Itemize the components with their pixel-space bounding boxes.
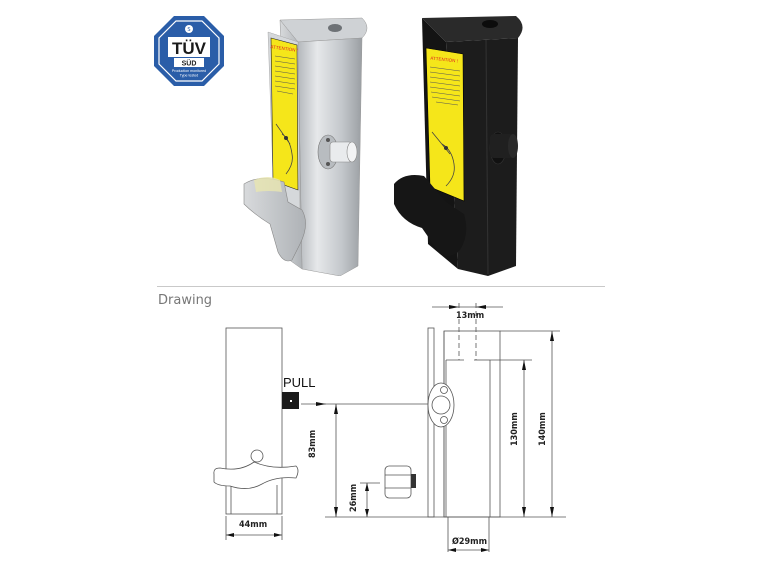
dimension-26mm: 26mm [349,483,359,512]
dimension-13mm: 13mm [456,311,485,321]
warning-label-black: ATTENTION ! [425,47,465,202]
svg-text:ATTENTION !: ATTENTION ! [270,44,298,53]
pull-label: PULL [283,375,316,390]
svg-text:TÜV: TÜV [172,39,207,58]
warning-label-silver: ATTENTION ! [270,37,299,191]
dimension-83mm: 83mm [308,429,318,458]
product-photo-silver: ATTENTION ! [240,14,380,277]
svg-text:S: S [187,27,190,33]
svg-text:ATTENTION !: ATTENTION ! [430,56,458,64]
tuv-sud-certification-logo: S TÜV SÜD Production monitored Type test… [152,14,226,88]
dimension-diameter-29mm: Ø29mm [452,537,488,547]
dimension-140mm: 140mm [538,412,548,446]
dimension-130mm: 130mm [510,412,520,446]
section-title: Drawing [158,293,213,308]
dimension-44mm: 44mm [239,520,268,530]
svg-text:Type tested: Type tested [180,74,199,78]
section-divider [157,286,605,287]
svg-text:Production monitored: Production monitored [172,69,206,73]
svg-text:SÜD: SÜD [182,59,197,68]
product-photo-black: ATTENTION ! [388,14,528,276]
